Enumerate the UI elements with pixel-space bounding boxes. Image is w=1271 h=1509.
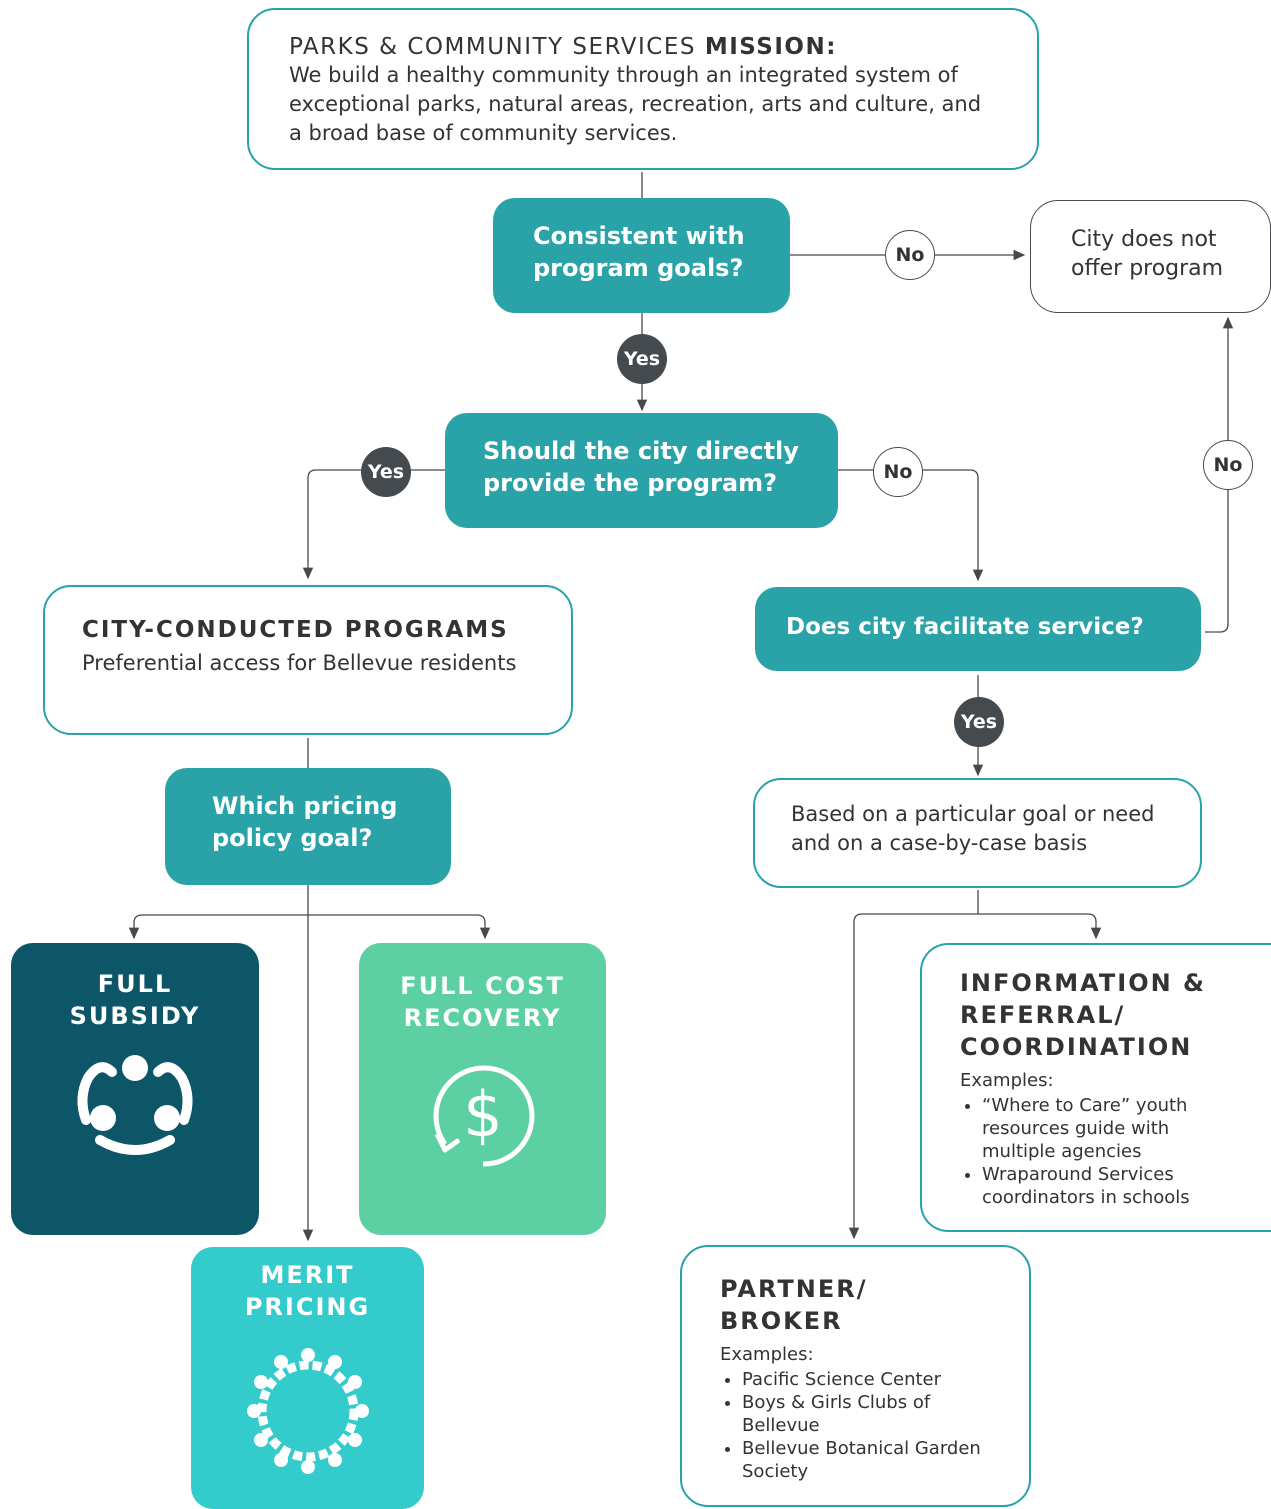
merit-pricing-title: MERIT PRICING (244, 1261, 371, 1321)
partner-broker-box: PARTNER/ BROKER Examples: Pacific Scienc… (680, 1245, 1031, 1507)
city-programs-title: CITY-CONDUCTED PROGRAMS (82, 617, 509, 643)
full-subsidy-tile: FULL SUBSIDY (11, 943, 259, 1235)
mission-heading-bold: MISSION: (704, 34, 837, 60)
partner-example-item: Boys & Girls Clubs of Bellevue (742, 1391, 991, 1437)
full-subsidy-title: FULL SUBSIDY (69, 970, 201, 1030)
mission-box: PARKS & COMMUNITY SERVICES MISSION: We b… (247, 8, 1039, 170)
partner-title: PARTNER/ BROKER (720, 1275, 868, 1335)
people-circle-icon (246, 1348, 369, 1474)
mission-text: We build a healthy community through an … (289, 63, 982, 145)
merit-pricing-tile: MERIT PRICING (191, 1247, 424, 1509)
info-referral-title: INFORMATION & REFERRAL/ COORDINATION (960, 969, 1206, 1061)
info-examples-label: Examples: (960, 1070, 1054, 1091)
city-programs-box: CITY-CONDUCTED PROGRAMS Preferential acc… (43, 585, 573, 735)
partner-example-item: Pacific Science Center (742, 1368, 991, 1391)
no-badge-goals: No (885, 230, 935, 280)
q-pricing-goal: Which pricing policy goal? (165, 768, 451, 885)
full-cost-title: FULL COST RECOVERY (400, 972, 565, 1032)
no-offer-box: City does not offer program (1030, 200, 1271, 313)
community-circle-icon (77, 1055, 193, 1155)
full-cost-tile: FULL COST RECOVERY $ (359, 943, 606, 1235)
mission-heading-text: PARKS & COMMUNITY SERVICES (289, 34, 696, 60)
q-facilitate: Does city facilitate service? (755, 587, 1201, 671)
q-direct-provide: Should the city directly provide the pro… (445, 413, 838, 528)
partner-examples-label: Examples: (720, 1344, 814, 1365)
svg-text:$: $ (463, 1078, 502, 1151)
info-examples-list: “Where to Care” youth resources guide wi… (960, 1094, 1233, 1209)
case-basis-box: Based on a particular goal or need and o… (753, 778, 1202, 888)
dollar-cycle-icon: $ (433, 1065, 534, 1167)
partner-examples-list: Pacific Science Center Boys & Girls Club… (720, 1368, 991, 1483)
yes-badge-goals: Yes (617, 334, 667, 384)
no-badge-facilitate: No (1203, 440, 1253, 490)
q-program-goals: Consistent with program goals? (493, 198, 790, 313)
yes-badge-direct: Yes (361, 447, 411, 497)
no-badge-direct: No (873, 447, 923, 497)
city-programs-text: Preferential access for Bellevue residen… (82, 651, 517, 675)
info-example-item: “Where to Care” youth resources guide wi… (982, 1094, 1233, 1163)
info-referral-box: INFORMATION & REFERRAL/ COORDINATION Exa… (920, 943, 1271, 1232)
yes-badge-facilitate: Yes (954, 697, 1004, 747)
info-example-item: Wraparound Services coordinators in scho… (982, 1163, 1233, 1209)
partner-example-item: Bellevue Botanical Garden Society (742, 1437, 991, 1483)
mission-heading: PARKS & COMMUNITY SERVICES MISSION: (289, 34, 997, 60)
